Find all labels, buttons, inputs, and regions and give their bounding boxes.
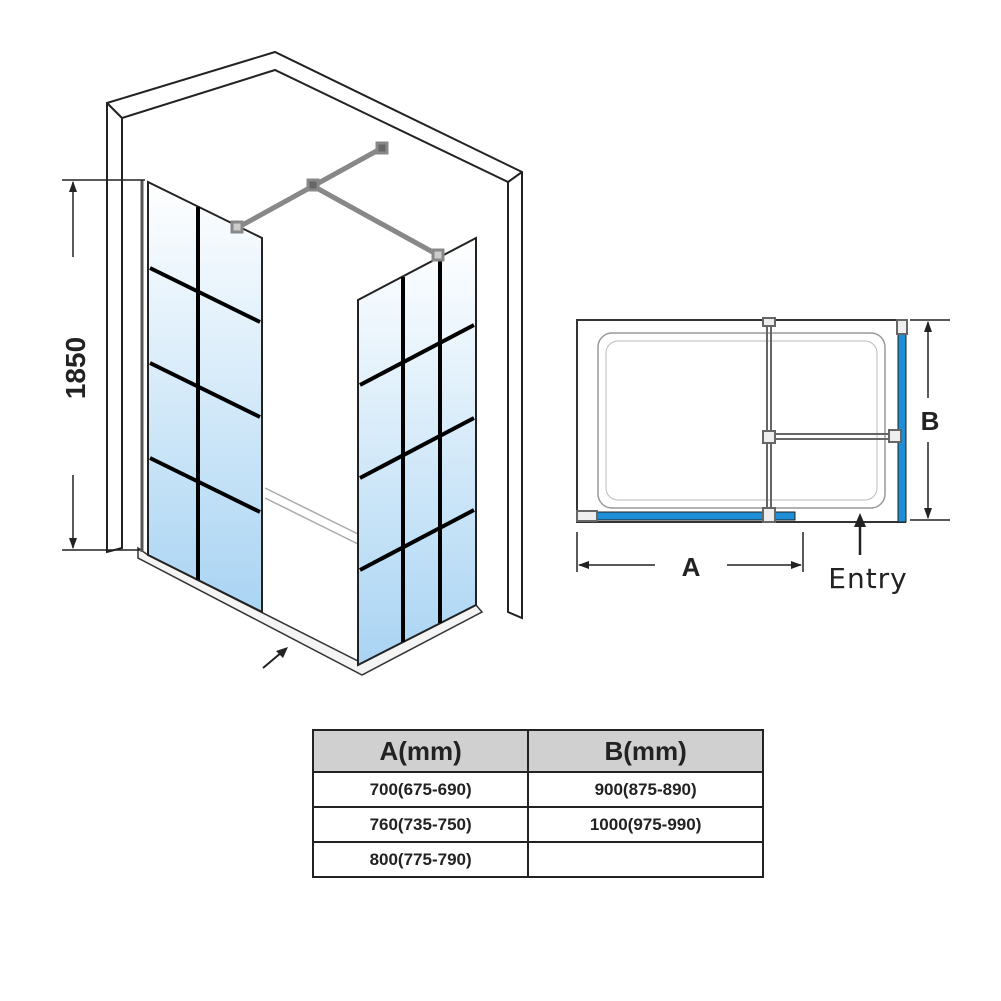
table-header-row: A(mm) B(mm) [311,729,764,773]
table-row: 700(675-690) 900(875-890) [311,771,764,808]
dimension-b-label: B [921,406,940,436]
header-a: A(mm) [311,729,530,773]
entry-label: Entry [828,562,908,595]
table-row: 760(735-750) 1000(975-990) [311,806,764,843]
size-table: A(mm) B(mm) 700(675-690) 900(875-890) 76… [311,729,764,878]
entry-arrow-icon [854,513,866,555]
cell: 1000(975-990) [527,806,764,843]
cell: 900(875-890) [527,771,764,808]
cell: 760(735-750) [311,806,530,843]
height-dimension [62,179,145,551]
support-bars [230,141,445,262]
cell: 700(675-690) [311,771,530,808]
cell: 800(775-790) [311,841,530,878]
entry-arrow-icon [262,647,288,669]
left-glass-panel [140,180,263,614]
header-b: B(mm) [527,729,764,773]
dimension-b [910,319,950,521]
plan-view [576,317,908,523]
entry-opening [264,487,361,546]
dimension-a-label: A [682,552,701,582]
cell [527,841,764,878]
table-row: 800(775-790) [311,841,764,878]
dimension-a [576,532,804,572]
right-glass-panel [357,236,477,667]
height-label: 1850 [60,337,91,399]
